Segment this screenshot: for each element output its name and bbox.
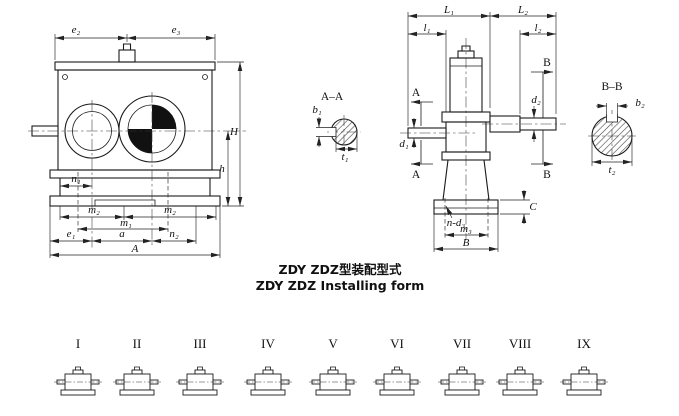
gearbox-icon (243, 366, 293, 396)
dim-label-L1: L₁ (443, 4, 454, 16)
variant-label: IX (577, 336, 591, 351)
dim-label-d2: d₂ (531, 94, 541, 106)
dim-label-e2: e₂ (72, 24, 81, 36)
section-bb-title: B–B (601, 81, 622, 93)
variant-3: III (175, 336, 225, 396)
dim-label-m2-left: m₂ (88, 204, 100, 216)
bore-quadrant-mark (152, 105, 176, 129)
cover-bolt-icon (62, 74, 68, 80)
dim-label-t1: t₁ (342, 151, 349, 163)
dim-label-m1: m₁ (120, 217, 132, 229)
dim-label-m2-right: m₂ (164, 204, 176, 216)
keyway-aa (329, 127, 337, 137)
dim-label-l2: l₂ (535, 22, 542, 34)
base-flange (49, 169, 221, 179)
variant-9: IX (559, 336, 609, 396)
gearbox-icon (495, 366, 545, 396)
dim-label-C: C (529, 201, 537, 213)
dim-label-H: H (229, 126, 239, 138)
variant-6: VI (372, 336, 422, 396)
keyway-bb (606, 114, 618, 123)
gearbox-icon (372, 366, 422, 396)
dim-label-n-d3: n-d₃ (447, 217, 466, 229)
dim-label-b1: b₁ (312, 104, 322, 116)
caption: ZDY ZDZ型装配型式 ZDY ZDZ Installing form (256, 262, 424, 293)
dim-label-t2: t₂ (609, 164, 616, 176)
variant-label: VIII (509, 336, 531, 351)
bolt-hole-lines (77, 172, 169, 232)
dim-label-h: h (219, 163, 225, 175)
dim-label-e3: e₃ (172, 24, 181, 36)
caption-chinese: ZDY ZDZ型装配型式 (279, 262, 402, 277)
housing-body (57, 69, 213, 171)
gearbox-icon (437, 366, 487, 396)
dim-label-d1: d₁ (399, 138, 409, 150)
cover-bolt-icon (202, 74, 208, 80)
cut-label-A-bottom: A (412, 169, 421, 181)
side-view: A A B B L₁ L₂ l₁ l₂ d₁ d₂ C n-d₃ m₃ (399, 4, 566, 252)
dim-label-m3: m₃ (460, 223, 472, 235)
dim-label-a: a (119, 228, 125, 240)
dim-label-l1: l₁ (424, 22, 431, 34)
cut-label-B-top: B (543, 57, 551, 69)
bore-quadrant-mark (128, 129, 152, 153)
variant-label: I (76, 336, 80, 351)
variant-1: I (53, 336, 103, 396)
variant-label: V (328, 336, 338, 351)
variant-label: VI (390, 336, 404, 351)
dim-label-L2: L₂ (517, 4, 528, 16)
dim-label-n1: n₁ (71, 173, 81, 185)
cut-label-A-top: A (412, 87, 421, 99)
variant-4: IV (243, 336, 293, 396)
section-aa-title: A–A (321, 91, 344, 103)
variant-7: VII (437, 336, 487, 396)
gearbox-icon (308, 366, 358, 396)
gearbox-icon (112, 366, 162, 396)
lower-body-taper (442, 159, 490, 201)
dim-label-A: A (131, 243, 139, 255)
variant-label: IV (261, 336, 275, 351)
section-bb-view: B–B b₂ t₂ (588, 81, 645, 176)
foot-flange (49, 195, 221, 207)
cut-label-B-bottom: B (543, 169, 551, 181)
breather-cap (118, 49, 136, 63)
section-aa-view: A–A b₁ t₁ (312, 91, 361, 163)
front-view: e₂ e₃ H h n₁ m₂ m₂ m₁ e₁ a n₂ A (28, 24, 246, 258)
base-recess (94, 199, 156, 206)
variant-label: III (194, 336, 207, 351)
gearbox-icon (175, 366, 225, 396)
pedestal-edges (59, 178, 211, 196)
variant-2: II (112, 336, 162, 396)
variant-label: II (133, 336, 142, 351)
dim-label-b2: b₂ (635, 97, 645, 109)
top-knob (461, 45, 471, 51)
base-plate (433, 199, 499, 215)
housing-cover (54, 61, 216, 71)
variant-8: VIII (495, 336, 545, 396)
dim-label-n2: n₂ (169, 228, 179, 240)
dim-label-B-width: B (463, 237, 470, 249)
variant-label: VII (453, 336, 471, 351)
dim-label-e1: e₁ (67, 228, 76, 240)
gearbox-icon (53, 366, 103, 396)
variant-5: V (308, 336, 358, 396)
assembly-variants: I II III IV V VI VII VIII (53, 336, 609, 396)
breather-stem (122, 43, 132, 50)
caption-english: ZDY ZDZ Installing form (256, 278, 424, 293)
lower-flange (441, 151, 491, 161)
gearbox-icon (559, 366, 609, 396)
